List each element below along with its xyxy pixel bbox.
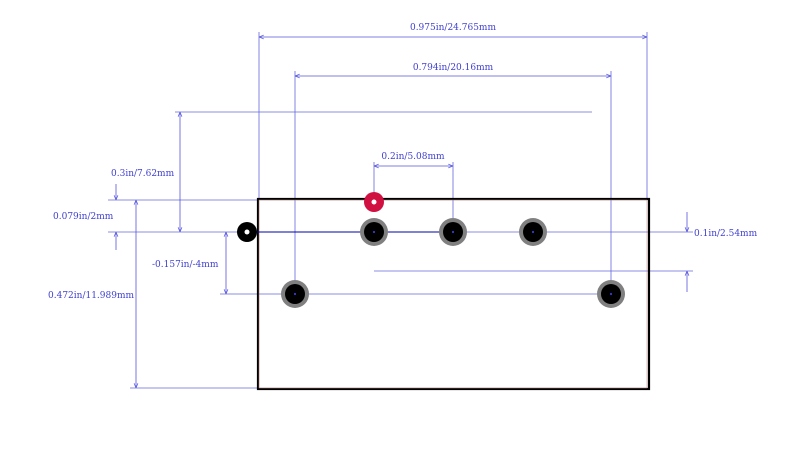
pad-3 [439,218,467,246]
pad-6 [597,280,625,308]
pads [281,218,625,308]
extension-lines [108,32,693,389]
row-offset-label: -0.157in/-4mm [152,260,219,270]
pad-4 [519,218,547,246]
pin-span-label: 0.794in/20.16mm [413,63,494,73]
top-offset-label: 0.3in/7.62mm [111,169,175,179]
pad-5 [281,280,309,308]
pad-2 [360,218,388,246]
origin-offset-label: 0.079in/2mm [53,212,114,222]
component-outline [256,197,651,391]
origin-marker-icon [237,222,257,242]
dimension-lines [116,37,687,388]
row-spacing-label: 0.1in/2.54mm [694,229,758,239]
overall-width-label: 0.975in/24.765mm [410,23,496,33]
pin-pitch-label: 0.2in/5.08mm [381,152,445,162]
body-height-label: 0.472in/11.989mm [48,291,134,301]
pin1-marker-icon [364,192,384,212]
component-outline-inner [258,199,648,389]
